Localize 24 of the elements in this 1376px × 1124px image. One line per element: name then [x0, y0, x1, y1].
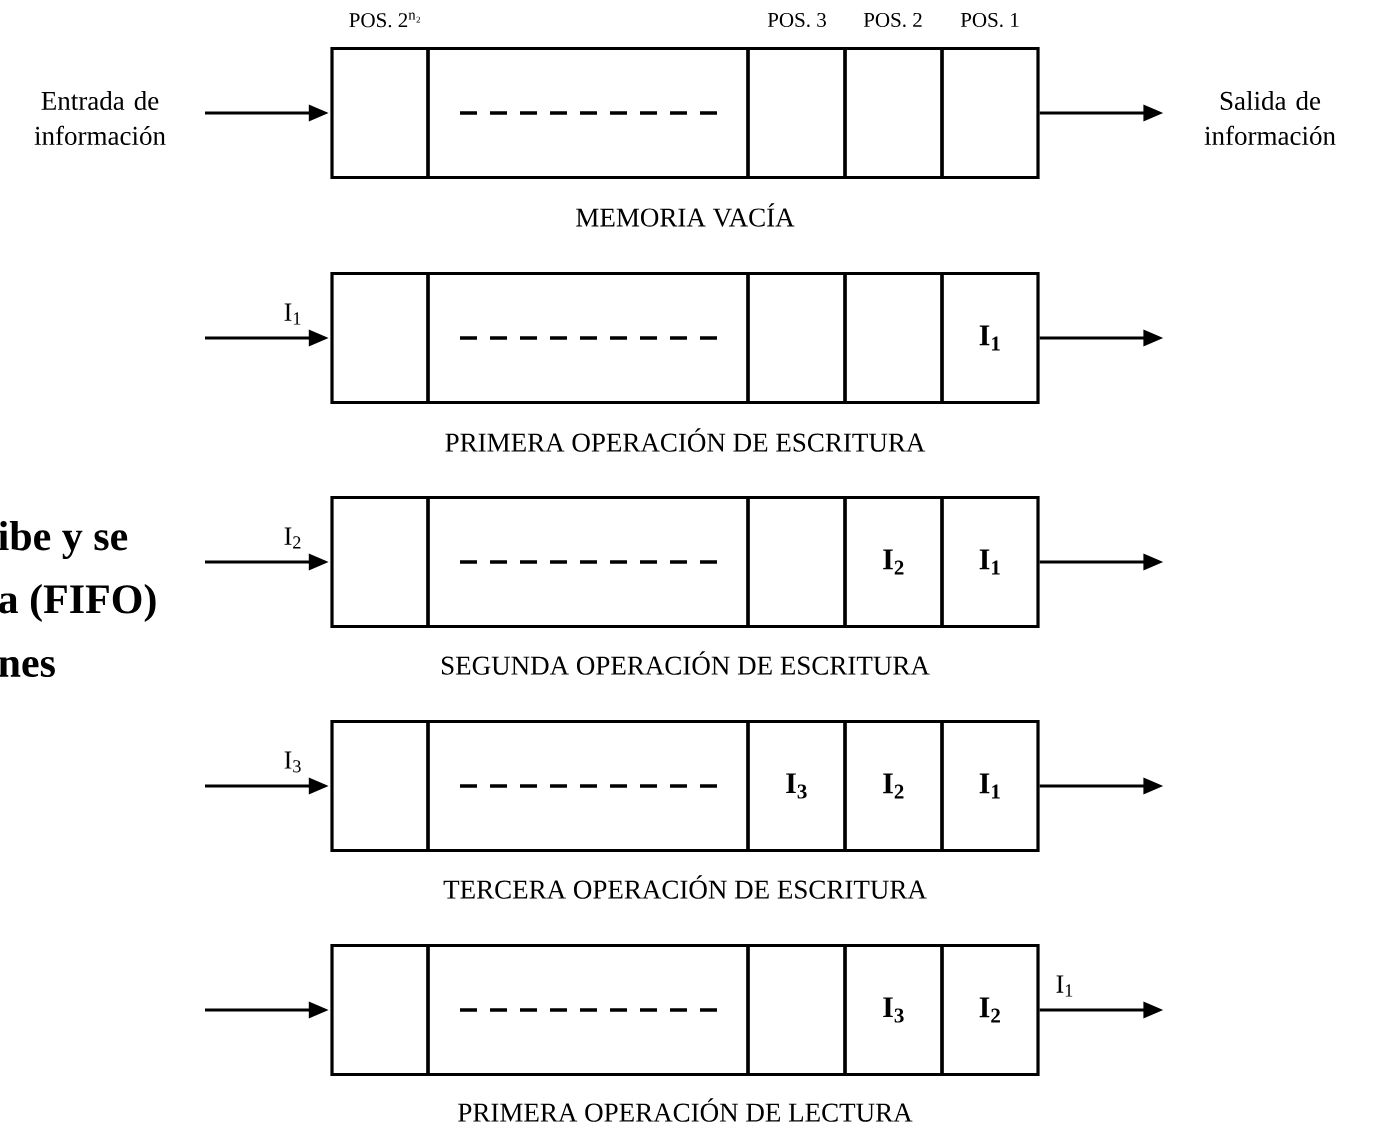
text-label: Entrada de información: [34, 91, 166, 145]
edge-label: I$_{3}$: [282, 750, 303, 774]
text-label: Salida de información: [1204, 91, 1336, 145]
caption: TERCERA OPERACIÓN DE ESCRITURA: [443, 875, 927, 899]
memory-cell: I$_{3}$: [746, 719, 847, 853]
memory-cell: I$_{2}$: [843, 719, 944, 853]
memory-cell: I$_{1}$: [940, 719, 1040, 853]
position-label: POS. 2: [863, 12, 922, 28]
caption: MEMORIA VACÍA: [576, 203, 795, 227]
memory-cell: I$_{2}$: [940, 943, 1040, 1077]
edge-label: I$_{1}$: [282, 302, 303, 326]
memory-cell: [940, 46, 1040, 180]
edge-label: I$_{2}$: [282, 526, 303, 550]
edge-label: I$_{1}$: [1054, 974, 1075, 998]
caption: PRIMERA OPERACIÓN DE ESCRITURA: [445, 428, 926, 452]
position-label: POS. 2$^{n₂}$: [349, 12, 420, 28]
memory-cell: I$_{1}$: [940, 495, 1040, 629]
memory-cell: I$_{2}$: [843, 495, 944, 629]
caption: PRIMERA OPERACIÓN DE LECTURA: [458, 1098, 913, 1122]
position-label: POS. 3: [767, 12, 826, 28]
caption: SEGUNDA OPERACIÓN DE ESCRITURA: [441, 651, 930, 675]
position-label: POS. 1: [960, 12, 1019, 28]
memory-cell: I$_{3}$: [843, 943, 944, 1077]
memory-cell: I$_{1}$: [940, 271, 1040, 405]
